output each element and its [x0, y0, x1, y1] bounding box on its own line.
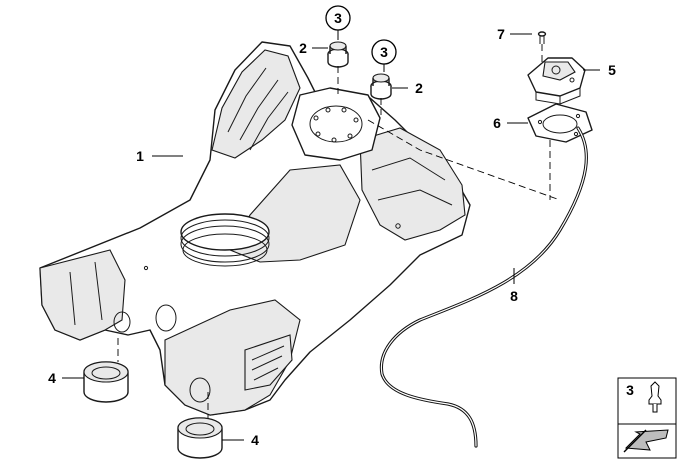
screw-7[interactable]	[537, 31, 547, 44]
clip-icon	[648, 381, 662, 413]
rubber-pad-4b[interactable]	[177, 417, 223, 459]
callout-8: 8	[510, 288, 518, 304]
gasket-6[interactable]	[527, 103, 593, 143]
callout-6: 6	[493, 115, 501, 131]
pump-unit-5[interactable]	[527, 57, 586, 105]
callout-5: 5	[608, 62, 616, 78]
callout-4a: 4	[48, 370, 56, 386]
legend-box: 3	[617, 377, 677, 459]
assembly-line-hose	[367, 119, 561, 201]
callout-3a: 3	[334, 10, 342, 26]
damper-2a[interactable]	[327, 41, 349, 68]
breather-hose-8[interactable]	[379, 126, 588, 448]
fuel-tank[interactable]	[39, 41, 471, 416]
callout-4b: 4	[251, 432, 259, 448]
callout-2a: 2	[299, 40, 307, 56]
direction-arrow-icon	[623, 429, 669, 453]
callout-circle-3a	[325, 5, 351, 31]
callout-circle-3b	[371, 39, 397, 65]
rubber-pad-4a[interactable]	[83, 361, 129, 403]
legend-label: 3	[626, 382, 634, 398]
callout-7: 7	[497, 26, 505, 42]
callout-2b: 2	[415, 80, 423, 96]
callout-3b: 3	[380, 44, 388, 60]
callout-1: 1	[136, 148, 144, 164]
damper-2b[interactable]	[370, 73, 392, 100]
